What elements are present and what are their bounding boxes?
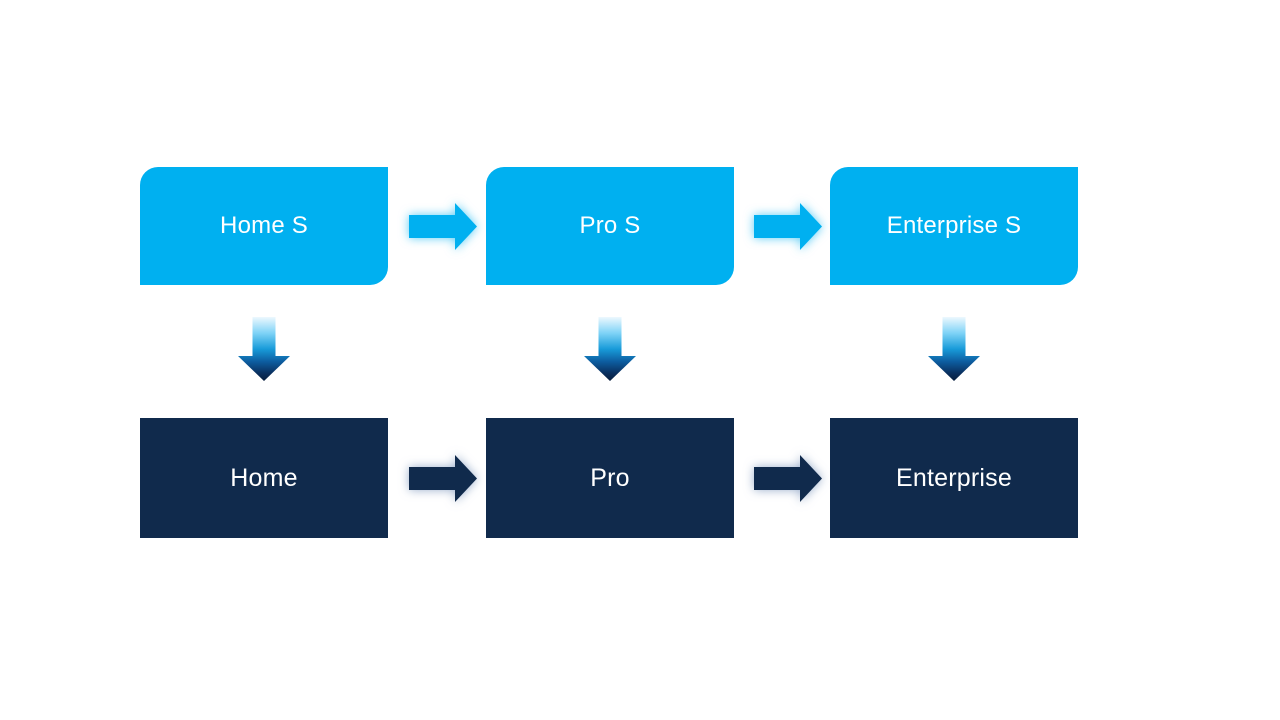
down-arrow-icon <box>238 317 290 381</box>
box-enterprise-s-label: Enterprise S <box>886 212 1022 239</box>
box-pro-label: Pro <box>590 463 630 492</box>
box-home: Home <box>140 418 388 538</box>
right-arrow-icon <box>409 455 477 502</box>
right-arrow-icon <box>754 455 822 502</box>
down-arrow-icon <box>584 317 636 381</box>
box-home-s-label: Home S <box>220 212 308 239</box>
right-arrow-icon <box>409 203 477 250</box>
box-enterprise-s: Enterprise S <box>830 167 1078 285</box>
box-pro-s-label: Pro S <box>579 212 641 239</box>
box-enterprise: Enterprise <box>830 418 1078 538</box>
down-arrow-icon <box>928 317 980 381</box>
box-home-label: Home <box>230 463 298 492</box>
box-pro: Pro <box>486 418 734 538</box>
box-home-s: Home S <box>140 167 388 285</box>
right-arrow-icon <box>754 203 822 250</box>
box-pro-s: Pro S <box>486 167 734 285</box>
box-enterprise-label: Enterprise <box>896 463 1012 492</box>
